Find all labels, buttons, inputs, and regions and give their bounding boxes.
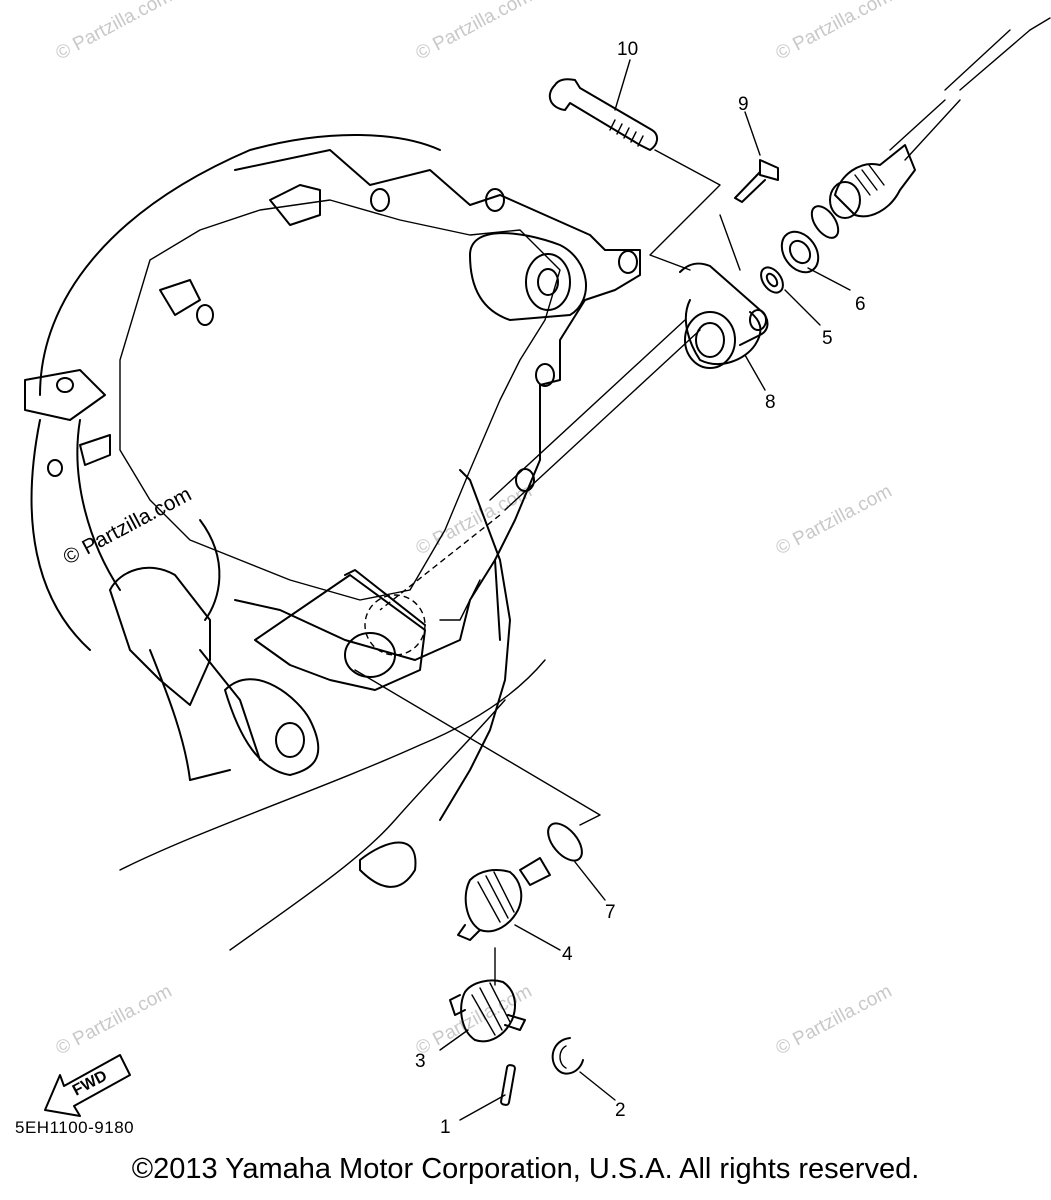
part-screw-9[interactable] xyxy=(734,159,779,203)
part-gear-4[interactable] xyxy=(457,857,551,941)
watermark-text: © Partzilla.com xyxy=(772,981,895,1060)
callout-3: 3 xyxy=(415,1051,426,1072)
part-bolt-10[interactable] xyxy=(548,78,658,151)
part-clip-2[interactable] xyxy=(551,1037,584,1075)
watermark-text: © Partzilla.com xyxy=(52,0,175,64)
leader-lines xyxy=(354,17,1051,986)
part-sleeve-8[interactable] xyxy=(679,262,769,369)
part-gear-3[interactable] xyxy=(449,979,526,1043)
part-pin-1[interactable] xyxy=(500,1064,516,1106)
callout-8: 8 xyxy=(765,392,776,413)
callout-7: 7 xyxy=(605,902,616,923)
watermark-text: © Partzilla.com xyxy=(772,481,895,560)
part-seal-6[interactable] xyxy=(774,225,825,279)
watermark-text: © Partzilla.com xyxy=(52,981,175,1060)
copyright-notice: ©2013 Yamaha Motor Corporation, U.S.A. A… xyxy=(131,1153,920,1185)
cable-end xyxy=(829,144,916,219)
watermark-text-dark: © Partzilla.com xyxy=(60,483,196,570)
callout-5: 5 xyxy=(822,328,833,349)
watermark-text: © Partzilla.com xyxy=(772,0,895,64)
callout-leaders xyxy=(439,59,851,1121)
callout-numbers: 10 9 6 5 8 7 4 3 2 1 xyxy=(415,39,866,1138)
part-oring-7[interactable] xyxy=(542,817,589,866)
callout-9: 9 xyxy=(738,94,749,115)
part-washer-5[interactable] xyxy=(757,263,788,296)
callout-2: 2 xyxy=(615,1100,626,1121)
fwd-arrow-icon: FWD xyxy=(44,1054,131,1117)
callout-10: 10 xyxy=(617,39,638,60)
watermark-text: © Partzilla.com xyxy=(412,0,535,64)
drawing-code: 5EH1100-9180 xyxy=(15,1118,135,1137)
callout-1: 1 xyxy=(440,1117,451,1138)
callout-4: 4 xyxy=(562,944,573,965)
watermark-text: © Partzilla.com xyxy=(412,981,535,1060)
callout-6: 6 xyxy=(855,294,866,315)
part-oring-upper xyxy=(810,205,840,239)
crankcase-cover xyxy=(24,133,641,951)
